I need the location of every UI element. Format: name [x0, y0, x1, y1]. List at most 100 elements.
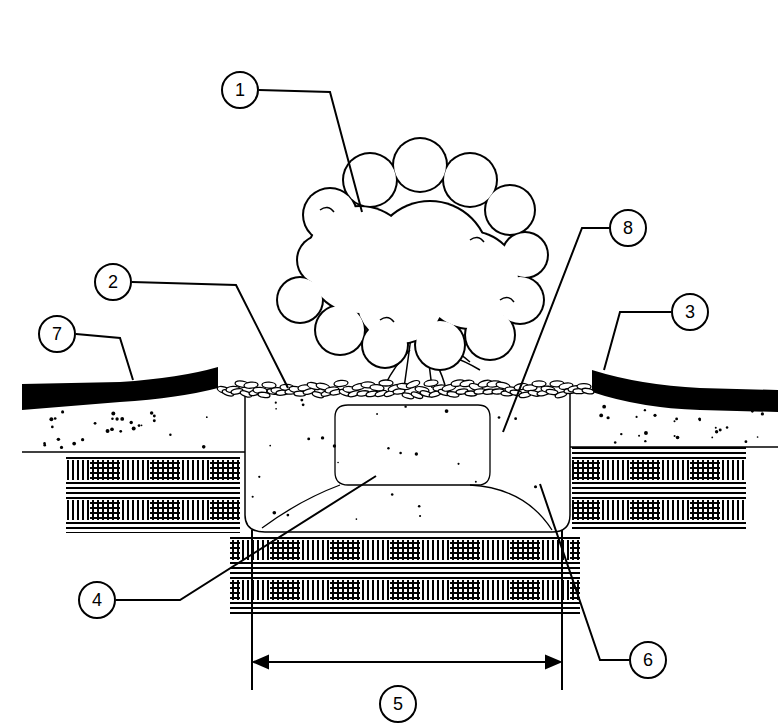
- soil-dot: [644, 409, 646, 411]
- soil-dot: [57, 438, 60, 441]
- mulch-chip: [334, 380, 349, 387]
- soil-dot: [54, 417, 57, 420]
- soil-dot: [275, 402, 277, 404]
- callout-label: 8: [623, 219, 633, 237]
- soil-dot: [757, 436, 759, 438]
- mulch-layer: [216, 379, 594, 400]
- soil-dot: [715, 430, 718, 433]
- callout-number: 3: [671, 293, 709, 331]
- soil-dot: [258, 476, 260, 478]
- soil-dot: [404, 405, 406, 407]
- leader-line: [76, 90, 671, 660]
- soil-dot: [51, 426, 54, 429]
- soil-dot: [715, 427, 717, 429]
- callout-label: 6: [643, 651, 653, 669]
- soil-dot: [726, 426, 729, 429]
- soil-dot: [132, 427, 136, 431]
- soil-dots: [43, 399, 764, 520]
- soil-dot: [644, 440, 646, 442]
- soil-dot: [391, 493, 394, 496]
- soil-dot: [761, 412, 764, 415]
- soil-dot: [169, 434, 171, 436]
- soil-dot: [115, 417, 118, 420]
- canopy-detail: [380, 317, 394, 322]
- soil-dot: [745, 440, 748, 443]
- callout-label: 7: [52, 325, 62, 343]
- backfill-line: [470, 485, 552, 530]
- soil-dot: [138, 424, 141, 427]
- callout-label: 2: [108, 273, 118, 291]
- callout-label: 3: [685, 303, 695, 321]
- soil-dot: [333, 444, 336, 447]
- soil-dot: [376, 413, 378, 415]
- planting-pit: [245, 392, 570, 532]
- canopy-puff: [357, 257, 443, 343]
- soil-dot: [111, 411, 115, 415]
- canopy-puff: [444, 154, 496, 206]
- soil-dot: [599, 414, 603, 418]
- canopy-puff: [392, 137, 448, 193]
- soil-dot: [206, 416, 208, 418]
- subgrade-hatch: [230, 537, 580, 615]
- soil-dot: [141, 424, 143, 426]
- soil-dot: [445, 409, 449, 413]
- subgrade-hatch: [66, 455, 240, 533]
- soil-dot: [498, 416, 501, 419]
- soil-dot: [72, 442, 76, 446]
- soil-dot: [614, 441, 617, 444]
- callout-number: 1: [221, 71, 259, 109]
- callout-number: 6: [629, 641, 667, 679]
- soil-dot: [202, 445, 206, 449]
- soil-dot: [698, 417, 701, 420]
- soil-dot: [387, 447, 389, 449]
- callout-label: 5: [393, 695, 403, 713]
- ground-line: [570, 446, 778, 448]
- root-ball: [335, 405, 490, 485]
- soil-dot: [675, 417, 678, 420]
- ground-line: [22, 451, 245, 453]
- soil-dot: [272, 511, 276, 515]
- soil-dot: [119, 430, 122, 433]
- callout-label: 4: [92, 591, 102, 609]
- soil-dot: [607, 416, 610, 419]
- soil-dot: [674, 435, 676, 437]
- soil-dot: [602, 405, 606, 409]
- canopy-puff: [316, 306, 364, 354]
- paving-band: [592, 370, 778, 412]
- soil-dot: [153, 419, 156, 422]
- callout-label: 1: [235, 81, 245, 99]
- soil-dot: [106, 429, 110, 433]
- soil-dot: [356, 518, 358, 520]
- soil-dot: [120, 417, 124, 421]
- soil-dot: [620, 433, 622, 435]
- callout-number: 5: [379, 685, 417, 723]
- soil-dot: [275, 408, 277, 410]
- canopy-puff: [344, 154, 396, 206]
- soil-dot: [635, 416, 637, 418]
- soil-dot: [81, 438, 84, 441]
- soil-dot: [321, 436, 324, 439]
- soil-dot: [719, 429, 722, 432]
- soil-dot: [534, 485, 537, 488]
- soil-dot: [252, 496, 254, 498]
- soil-dot: [153, 415, 156, 418]
- canopy-puff: [486, 186, 534, 234]
- soil-dot: [110, 427, 114, 431]
- soil-dot: [711, 436, 713, 438]
- soil-dot: [638, 435, 640, 437]
- paving-band: [22, 367, 218, 410]
- soil-dot: [269, 445, 271, 447]
- soil-dot: [415, 452, 418, 455]
- callout-number: 2: [94, 263, 132, 301]
- soil-dot: [514, 417, 517, 420]
- soil-dot: [60, 446, 63, 449]
- soil-dot: [307, 437, 310, 440]
- soil-dot: [653, 414, 656, 417]
- soil-dot: [644, 431, 648, 435]
- subgrade-hatch: [572, 447, 746, 529]
- soil-dot: [302, 403, 305, 406]
- soil-dot: [300, 399, 303, 402]
- tree-canopy: [276, 137, 549, 371]
